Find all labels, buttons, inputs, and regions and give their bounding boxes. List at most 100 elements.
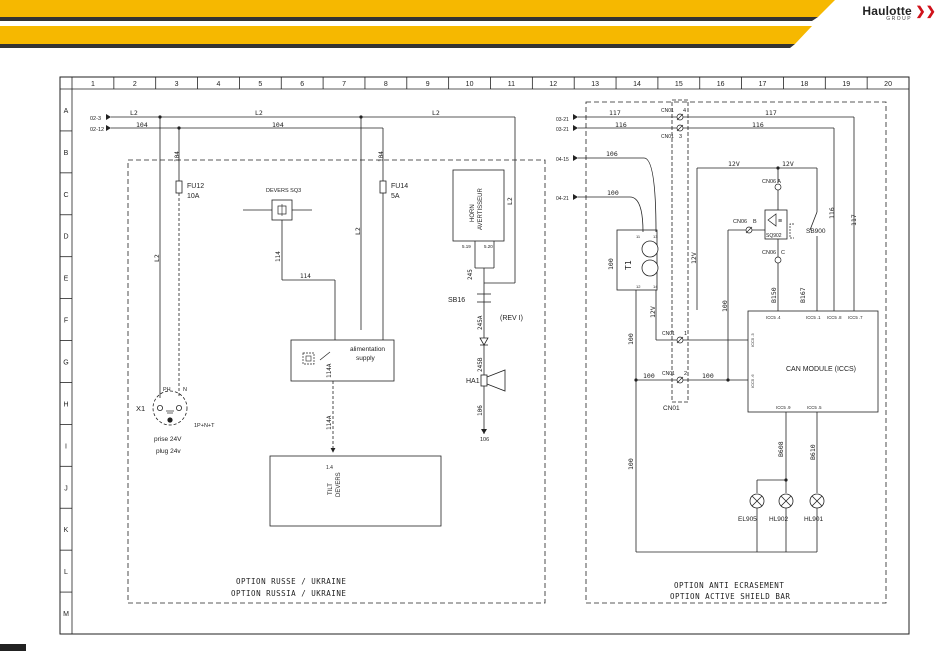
t1-coil-2 bbox=[641, 259, 659, 277]
can-module bbox=[747, 310, 879, 413]
cn06-b-label: CN06 bbox=[733, 219, 747, 225]
cn01-pin-3: 3 bbox=[679, 134, 682, 140]
cn01-pin-2: 2 bbox=[684, 371, 687, 377]
row-label-L: L bbox=[64, 569, 68, 576]
wire-label-104-2: 104 bbox=[272, 121, 284, 129]
wire-label-l2-x1: L2 bbox=[153, 254, 161, 262]
header-band bbox=[0, 0, 835, 48]
wire-label-116-2: 116 bbox=[752, 121, 764, 129]
column-label-8: 8 bbox=[384, 81, 388, 88]
cn06-a-label: CN06 A bbox=[762, 179, 781, 185]
can-pin-top-4: ICC5 .7 bbox=[848, 315, 863, 320]
tilt-pin: 1.4 bbox=[326, 465, 333, 471]
cn01-pin-1: 1 bbox=[684, 331, 687, 337]
supply-box bbox=[290, 339, 395, 382]
wire-label-104-fu12: 104 bbox=[174, 151, 181, 162]
wire-label-12v-1: 12V bbox=[728, 160, 740, 168]
supply-label-fr: alimentation bbox=[350, 346, 385, 353]
cn01-label-top-1: CN01 bbox=[661, 108, 674, 114]
t1-wire-100: 100 bbox=[607, 258, 615, 270]
fuse-fu12 bbox=[175, 180, 183, 194]
can-pin-top-1: ICC5 .4 bbox=[766, 315, 781, 320]
fuse-fu14 bbox=[379, 180, 387, 194]
column-label-3: 3 bbox=[175, 81, 179, 88]
column-label-16: 16 bbox=[717, 81, 725, 88]
column-label-20: 20 bbox=[884, 81, 892, 88]
t1-wire-12v: 12V bbox=[649, 306, 657, 318]
x1-ph: PH bbox=[163, 387, 171, 393]
lamp-label-hl902: HL902 bbox=[769, 516, 789, 523]
wire-label-245: 245 bbox=[467, 269, 474, 280]
horn-box bbox=[452, 169, 505, 242]
lamp-label-el905: EL905 bbox=[738, 516, 757, 523]
wire-label-116-1: 116 bbox=[615, 121, 627, 129]
input-ref-116: 03-21 bbox=[556, 127, 569, 133]
t1-box bbox=[616, 229, 658, 291]
avertisseur-label: AVERTISSEUR bbox=[478, 188, 484, 230]
column-label-15: 15 bbox=[675, 81, 683, 88]
input-ref-106: 04-15 bbox=[556, 157, 569, 163]
wire-label-l2-3: L2 bbox=[432, 109, 440, 117]
column-label-18: 18 bbox=[800, 81, 808, 88]
fu14-rating: 5A bbox=[391, 193, 400, 200]
lamp-hl901 bbox=[809, 493, 825, 509]
wire-label-116-3: 116 bbox=[828, 207, 836, 219]
tilt-label: TILT bbox=[328, 483, 334, 495]
x1-prise: prise 24V bbox=[154, 436, 182, 443]
can-pin-left-1: ICC5 .3 bbox=[750, 333, 755, 347]
x1-plug: plug 24v bbox=[156, 448, 181, 455]
wire-label-12v-2: 12V bbox=[782, 160, 794, 168]
fu12-rating: 10A bbox=[187, 193, 200, 200]
column-label-11: 11 bbox=[508, 81, 515, 88]
column-label-14: 14 bbox=[633, 81, 641, 88]
t1-pin-12: 12 bbox=[636, 284, 641, 289]
column-label-17: 17 bbox=[759, 81, 767, 88]
x1-socket bbox=[152, 390, 188, 426]
cn01-label-top-2: CN01 bbox=[661, 134, 674, 140]
x1-n: N bbox=[183, 387, 187, 393]
wire-label-114-2: 114 bbox=[300, 273, 311, 280]
row-label-M: M bbox=[63, 611, 69, 618]
wire-label-b610: B610 bbox=[809, 444, 817, 460]
input-ref-l2: 02-3 bbox=[90, 116, 101, 122]
wire-label-106-end: 106 bbox=[480, 437, 489, 443]
column-label-4: 4 bbox=[217, 81, 221, 88]
wire-label-r106: 106 bbox=[606, 150, 618, 158]
horn-pin-2: 5.20 bbox=[484, 244, 493, 249]
brand-name: Haulotte bbox=[862, 4, 912, 18]
input-ref-100: 04-21 bbox=[556, 196, 569, 202]
row-label-E: E bbox=[64, 276, 69, 283]
wire-label-117-2: 117 bbox=[765, 109, 777, 117]
row-label-F: F bbox=[64, 318, 68, 325]
cn01-label-bottom: CN01 bbox=[663, 405, 680, 412]
t1-pin-11: 11 bbox=[636, 234, 641, 239]
sb900-switch bbox=[809, 211, 818, 231]
column-label-13: 13 bbox=[591, 81, 599, 88]
row-label-A: A bbox=[64, 108, 69, 115]
can-module-label: CAN MODULE (ICCS) bbox=[786, 366, 856, 373]
row-label-K: K bbox=[64, 527, 69, 534]
column-label-10: 10 bbox=[466, 81, 474, 88]
column-label-5: 5 bbox=[258, 81, 262, 88]
wire-label-245a: 245A bbox=[477, 315, 484, 330]
row-label-B: B bbox=[64, 150, 69, 157]
sq902-label: SQ902 bbox=[766, 233, 782, 239]
t1-pin-14: 14 bbox=[653, 284, 658, 289]
lamp-hl902 bbox=[778, 493, 794, 509]
supply-label-en: supply bbox=[356, 355, 376, 362]
can-pin-top-3: ICC5 .8 bbox=[827, 315, 842, 320]
wire-label-104-fu14: 104 bbox=[378, 151, 385, 162]
row-label-I: I bbox=[65, 443, 67, 450]
lamp-el905 bbox=[749, 493, 765, 509]
cn06-b-pin: B bbox=[753, 219, 757, 225]
wire-label-245b: 245B bbox=[477, 357, 484, 372]
wire-label-b608: B608 bbox=[777, 441, 785, 457]
t1-coil-1 bbox=[641, 240, 659, 258]
tilt-box bbox=[269, 455, 442, 527]
t1-label: T1 bbox=[624, 260, 633, 270]
row-label-G: G bbox=[63, 360, 68, 367]
left-caption-fr: OPTION RUSSE / UKRAINE bbox=[236, 577, 346, 586]
column-label-2: 2 bbox=[133, 81, 137, 88]
ha1-horn bbox=[480, 374, 488, 387]
